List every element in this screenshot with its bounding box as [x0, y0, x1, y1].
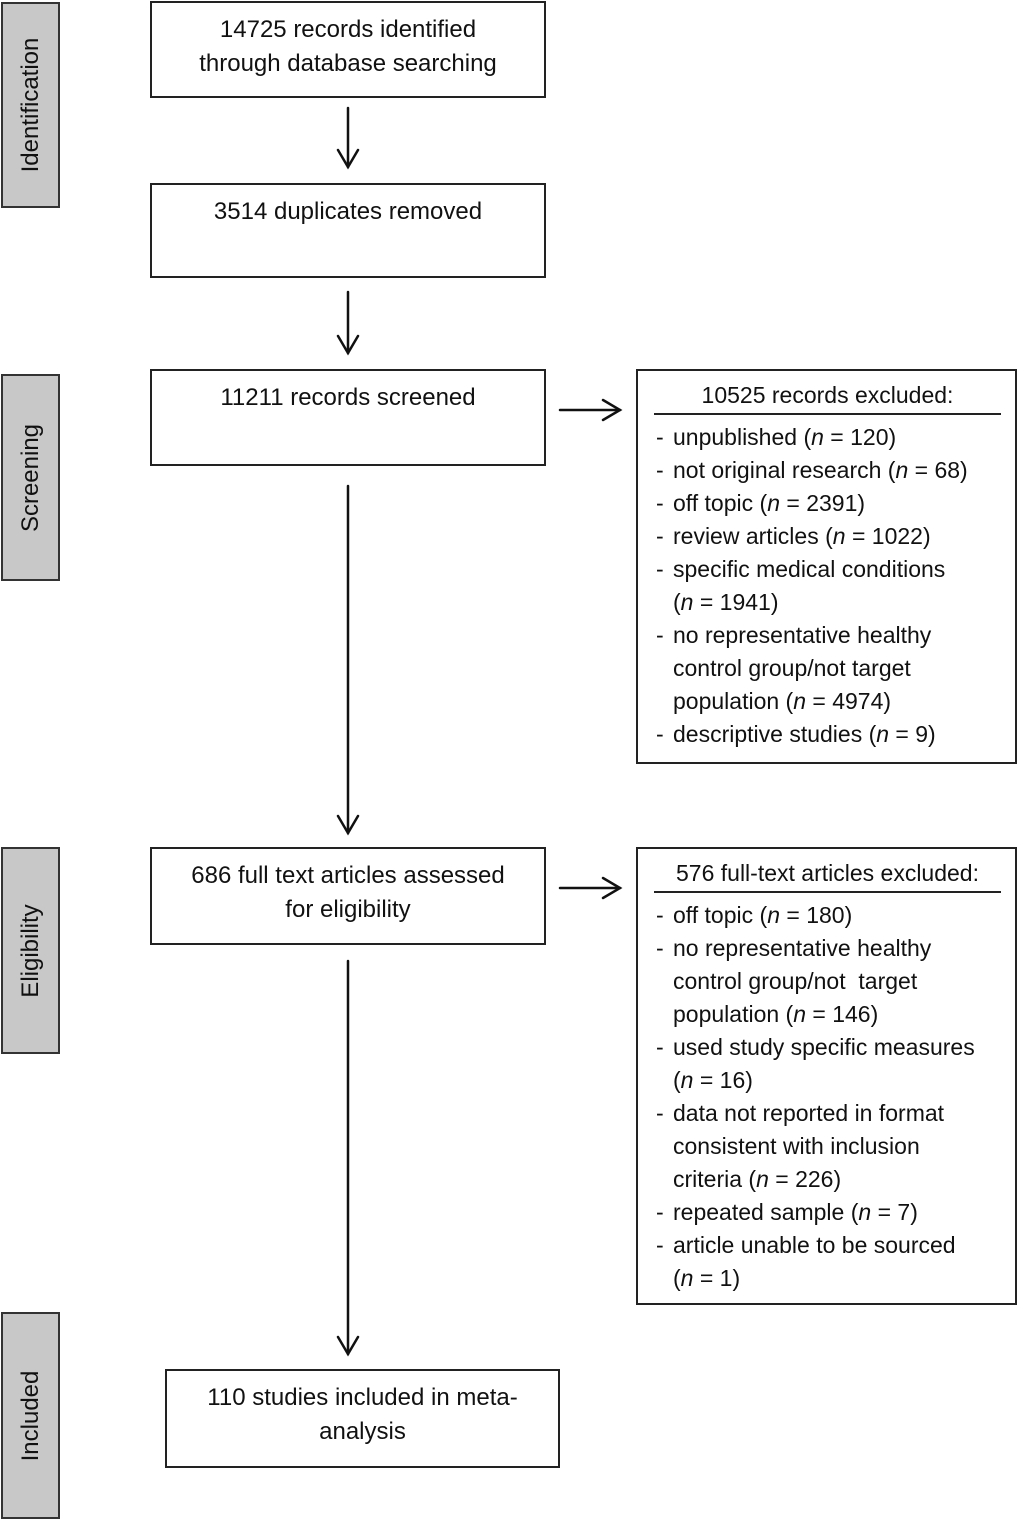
phase-eligibility: Eligibility	[1, 847, 60, 1054]
fulltext-box: 686 full text articles assessed for elig…	[150, 847, 546, 945]
list-item: review articles (n = 1022)	[654, 520, 1001, 553]
arrow-down-1	[336, 106, 360, 170]
screening-excluded-list: unpublished (n = 120) not original resea…	[654, 421, 1001, 751]
list-item: descriptive studies (n = 9)	[654, 718, 1001, 751]
screened-box: 11211 records screened	[150, 369, 546, 466]
included-line1: 110 studies included in meta-	[207, 1384, 518, 1411]
phase-identification: Identification	[1, 2, 60, 208]
phase-included: Included	[1, 1312, 60, 1519]
screened-text: 11211 records screened	[220, 384, 476, 411]
arrow-down-2	[336, 290, 360, 356]
arrow-right-2	[558, 876, 623, 900]
identified-line1: 14725 records identified	[219, 16, 477, 43]
screening-excluded-box: 10525 records excluded: unpublished (n =…	[636, 369, 1017, 764]
screening-excluded-heading: 10525 records excluded:	[654, 379, 1001, 415]
fulltext-line2: for eligibility	[285, 896, 411, 923]
arrow-right-1	[558, 398, 623, 422]
phase-screening: Screening	[1, 374, 60, 581]
eligibility-excluded-list: off topic (n = 180) no representative he…	[654, 899, 1001, 1295]
list-item: repeated sample (n = 7)	[654, 1196, 1001, 1229]
arrow-down-3	[336, 484, 360, 836]
eligibility-excluded-box: 576 full-text articles excluded: off top…	[636, 847, 1017, 1305]
list-item: article unable to be sourced(n = 1)	[654, 1229, 1001, 1295]
list-item: specific medical conditions(n = 1941)	[654, 553, 1001, 619]
list-item: off topic (n = 180)	[654, 899, 1001, 932]
list-item: unpublished (n = 120)	[654, 421, 1001, 454]
list-item: used study specific measures(n = 16)	[654, 1031, 1001, 1097]
fulltext-line1: 686 full text articles assessed	[191, 862, 505, 889]
list-item: not original research (n = 68)	[654, 454, 1001, 487]
duplicates-text: 3514 duplicates removed	[213, 198, 483, 225]
identified-box: 14725 records identified through databas…	[150, 1, 546, 98]
duplicates-box: 3514 duplicates removed	[150, 183, 546, 278]
arrow-down-4	[336, 959, 360, 1357]
list-item: off topic (n = 2391)	[654, 487, 1001, 520]
included-line2: analysis	[319, 1418, 406, 1445]
included-box: 110 studies included in meta- analysis	[165, 1369, 560, 1468]
eligibility-excluded-heading: 576 full-text articles excluded:	[654, 857, 1001, 893]
identified-line2: through database searching	[199, 50, 497, 77]
